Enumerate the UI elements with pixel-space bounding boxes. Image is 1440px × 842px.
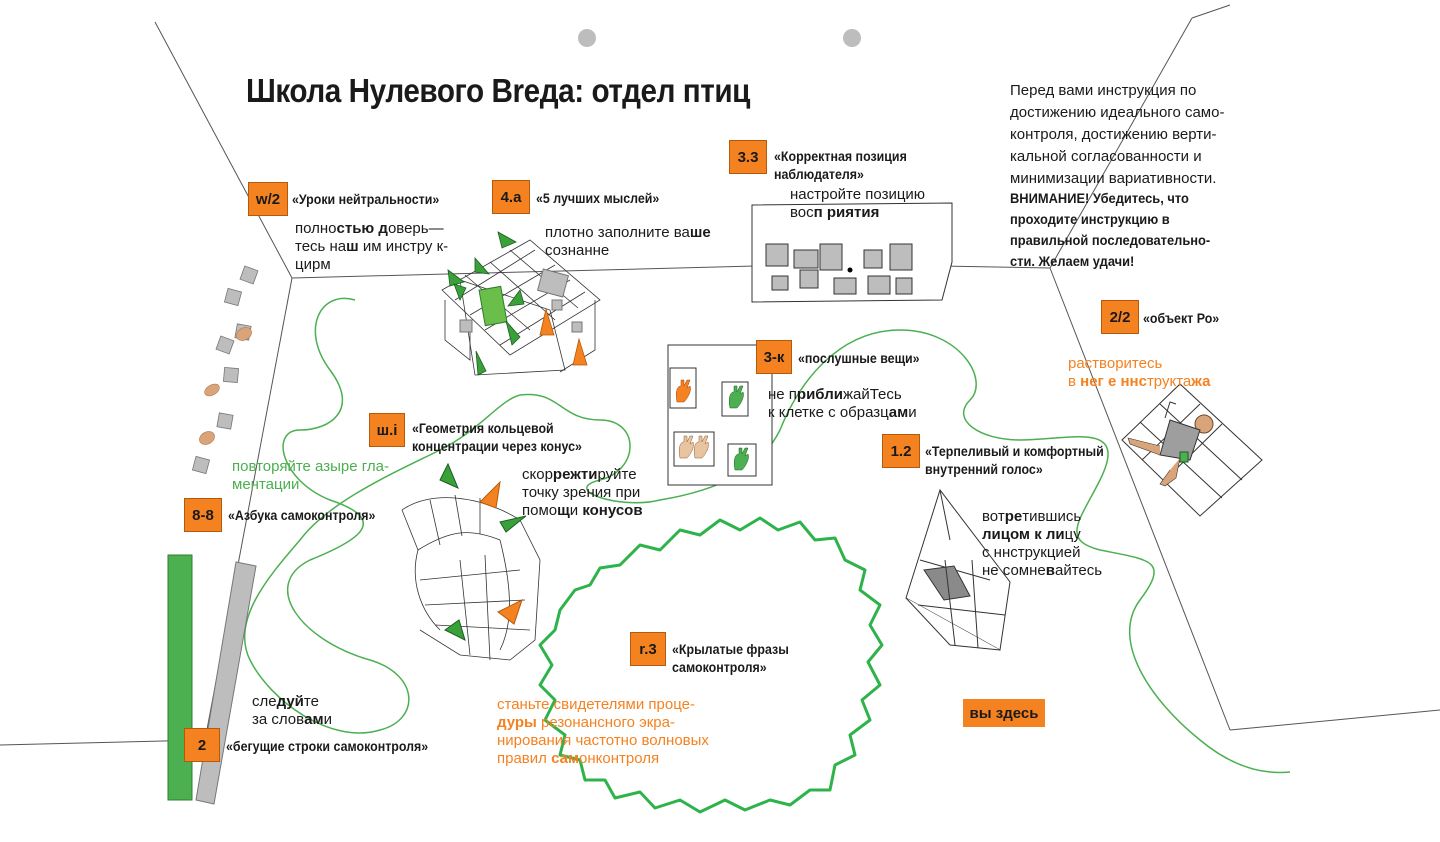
station-badge-3k[interactable]: 3-к xyxy=(756,340,792,374)
station-badge-w2[interactable]: w/2 xyxy=(248,182,288,216)
grey-block xyxy=(536,268,570,298)
intro-text: Перед вами инструкция по достижению идеа… xyxy=(1010,82,1225,187)
text-line: за словами xyxy=(252,711,332,728)
station-title-3k: «послушные вещи» xyxy=(798,351,920,366)
warning-text: ВНИМАНИЕ! Убедитесь, что проходите инстр… xyxy=(1010,190,1211,269)
station-badge-2[interactable]: 2 xyxy=(184,728,220,762)
you-are-here-badge[interactable]: вы здесь xyxy=(963,699,1045,727)
tan-ovals-trail xyxy=(199,327,252,445)
station-text-r3: станьте свидетелями проце-дуры резонансн… xyxy=(497,696,709,768)
station-badge-1-2[interactable]: 1.2 xyxy=(882,434,920,468)
green-block xyxy=(478,285,508,327)
text-line: скоррежтируйте xyxy=(522,466,637,483)
text-line: правил самонконтроля xyxy=(497,750,660,767)
text-line: цирм xyxy=(295,256,331,273)
cone-icon xyxy=(539,307,588,366)
text-line: растворитесь xyxy=(1068,355,1163,372)
station-text-8-8: повторяйте азыре гла-ментации xyxy=(232,458,389,494)
station-text-w2: полностью доверь—тесь наш им инстру к-ци… xyxy=(295,220,448,274)
text-line: с ннструкцией xyxy=(982,544,1081,561)
voice-panel xyxy=(905,488,1011,651)
cone-icon xyxy=(447,231,525,376)
station-title-4a: «5 лучших мыслей» xyxy=(536,191,660,206)
station-badge-shi[interactable]: ш.i xyxy=(369,413,405,447)
text-line: сознанне xyxy=(545,242,610,259)
text-line: дуры резонансного экра- xyxy=(497,714,675,731)
station-badge-2-2[interactable]: 2/2 xyxy=(1101,300,1139,334)
text-line: точку зрения при xyxy=(522,484,641,501)
text-line: нирования частотно волновых xyxy=(497,732,709,749)
text-line: станьте свидетелями проце- xyxy=(497,696,695,713)
glove-icon xyxy=(675,379,749,471)
text-line: восп риятия xyxy=(790,204,880,221)
green-running-bar xyxy=(167,554,193,801)
text-line: помощи конусов xyxy=(522,502,643,519)
room-perspective-lines xyxy=(0,4,1440,746)
text-line: ментации xyxy=(232,476,300,493)
station-title-8-8: «Азбука самоконтроля» xyxy=(228,508,376,523)
cone-icon xyxy=(439,462,527,641)
text-line: следуйте xyxy=(252,693,319,710)
text-line: не сомневайтесь xyxy=(982,562,1103,579)
text-line: лицом к лицу xyxy=(982,526,1081,543)
station-title-2: «бегущие строки самоконтроля» xyxy=(226,739,429,754)
text-line: настройте позицию xyxy=(790,186,926,203)
observer-panel xyxy=(751,202,953,303)
text-line: к клетке с образцами xyxy=(768,404,917,421)
text-line: полностью доверь— xyxy=(295,220,444,237)
page-title: Школа Нулевого Вreда: отдел птиц xyxy=(246,72,750,109)
text-line: не приближайТесь xyxy=(768,386,902,403)
text-line: повторяйте азыре гла- xyxy=(232,458,389,475)
text-line: тесь наш им инстру к- xyxy=(295,238,449,255)
station-badge-r3[interactable]: r.3 xyxy=(630,632,666,666)
station-badge-3-3[interactable]: 3.3 xyxy=(729,140,767,174)
pin-icon xyxy=(843,29,861,47)
pin-icon xyxy=(578,29,596,47)
walking-path xyxy=(244,297,1291,774)
station-title-2-2: «объект Ро» xyxy=(1143,311,1220,326)
station-title-w2: «Уроки нейтральности» xyxy=(292,192,440,207)
text-line: в нег е ннструктажа xyxy=(1068,373,1211,390)
phrases-cloud xyxy=(538,516,884,814)
station-badge-8-8[interactable]: 8-8 xyxy=(184,498,222,532)
grey-running-bar xyxy=(195,561,257,805)
person-figure-icon xyxy=(1127,401,1214,487)
text-line: вотретившись xyxy=(982,508,1082,525)
text-line: плотно заполните ваше xyxy=(545,224,711,241)
station-badge-4a[interactable]: 4.a xyxy=(492,180,530,214)
